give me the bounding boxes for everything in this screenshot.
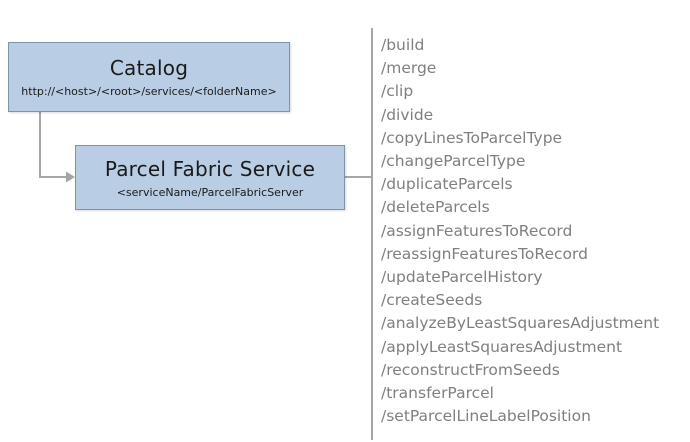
- catalog-to-service-connector: [39, 112, 66, 178]
- arrowhead-icon: [66, 171, 75, 183]
- service-subtitle: <serviceName/ParcelFabricServer: [116, 186, 304, 199]
- parcel-fabric-service-node: Parcel Fabric Service <serviceName/Parce…: [75, 145, 345, 210]
- catalog-subtitle: http://<host>/<root>/services/<folderNam…: [21, 85, 277, 98]
- operation-item: /setParcelLineLabelPosition: [381, 407, 591, 426]
- operation-item: /divide: [381, 105, 434, 124]
- catalog-node: Catalog http://<host>/<root>/services/<f…: [8, 42, 290, 112]
- operation-item: /build: [381, 36, 425, 54]
- operation-item: /merge: [381, 59, 437, 78]
- catalog-title: Catalog: [109, 56, 189, 80]
- operation-item: /updateParcelHistory: [381, 268, 543, 287]
- operation-item: /transferParcel: [381, 384, 494, 403]
- operation-item: /assignFeaturesToRecord: [381, 221, 573, 240]
- operation-item: /reconstructFromSeeds: [381, 360, 560, 379]
- operation-item: /copyLinesToParcelType: [381, 128, 563, 147]
- operation-item: /deleteParcels: [381, 198, 490, 217]
- operation-item: /clip: [381, 82, 414, 101]
- operation-item: /analyzeByLeastSquaresAdjustment: [381, 314, 660, 333]
- operation-item: /applyLeastSquaresAdjustment: [381, 337, 623, 356]
- operation-item: /createSeeds: [381, 291, 483, 310]
- operation-item: /changeParcelType: [381, 152, 526, 171]
- service-title: Parcel Fabric Service: [104, 157, 316, 181]
- operation-item: /duplicateParcels: [381, 175, 513, 194]
- operations-list: /build/merge/clip/divide/copyLinesToParc…: [381, 34, 681, 428]
- operation-item: /reassignFeaturesToRecord: [381, 244, 588, 263]
